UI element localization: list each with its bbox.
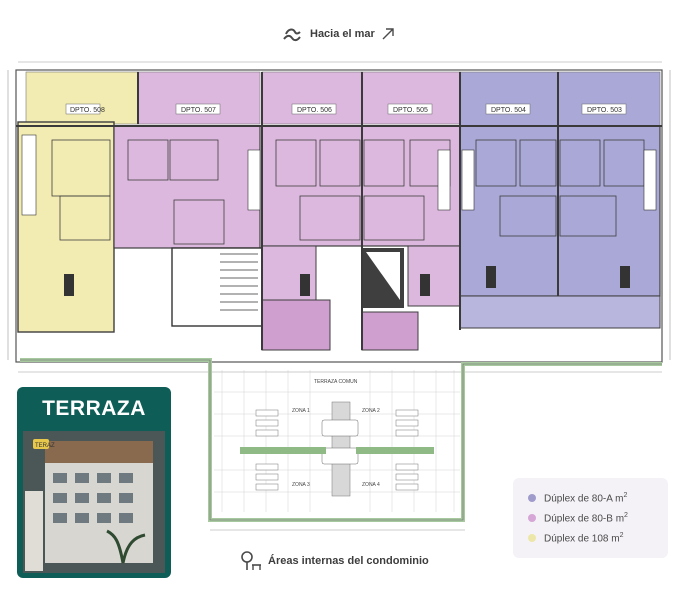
terrace-card-badge: TERAZ <box>35 443 55 449</box>
terrace-card-title: TERRAZA <box>42 397 146 420</box>
unit-label: DPTO. 508 <box>70 107 105 114</box>
legend-swatch <box>528 514 536 523</box>
legend-item: Dúplex de 80-A m2 <box>528 492 627 504</box>
legend-text: Dúplex de 80-A m <box>544 493 624 505</box>
legend-sup: 2 <box>619 532 624 539</box>
legend-item: Dúplex de 80-B m2 <box>528 512 628 524</box>
zone-label: ZONA 2 <box>362 408 380 414</box>
unit-506-area <box>261 71 363 125</box>
legend: Dúplex de 80-A m2 Dúplex de 80-B m2 Dúpl… <box>513 478 668 558</box>
unit-503-area <box>557 71 661 127</box>
terrace-photo: TERAZ <box>23 431 165 573</box>
legend-text: Dúplex de 108 m <box>544 533 620 545</box>
unit-508-area <box>25 71 139 125</box>
unit-507-area <box>137 71 261 125</box>
legend-swatch <box>528 494 536 503</box>
wave-icon <box>283 28 301 42</box>
internal-areas-label: Áreas internas del condominio <box>240 550 429 572</box>
unit-label: DPTO. 505 <box>393 107 428 114</box>
unit-label: DPTO. 507 <box>181 107 216 114</box>
unit-label: DPTO. 503 <box>587 107 622 114</box>
zone-label: ZONA 4 <box>362 482 380 488</box>
legend-sup: 2 <box>624 512 628 519</box>
internal-areas-text: Áreas internas del condominio <box>268 555 429 567</box>
sea-direction-text: Hacia el mar <box>310 28 375 40</box>
tree-bench-icon <box>241 551 261 570</box>
legend-sup: 2 <box>623 492 628 499</box>
unit-label: DPTO. 506 <box>297 107 332 114</box>
terrace-preview-card[interactable]: TERRAZA TERAZ <box>17 387 171 578</box>
unit-504-area <box>459 71 559 127</box>
unit-label: DPTO. 504 <box>491 107 526 114</box>
terrace-label: TERRAZA COMUN <box>314 379 358 385</box>
zone-label: ZONA 3 <box>292 482 310 488</box>
arrow-up-right-icon <box>382 28 394 40</box>
unit-505-area <box>361 71 461 125</box>
legend-text: Dúplex de 80-B m <box>544 513 625 525</box>
sea-direction-label: Hacia el mar <box>282 24 395 44</box>
legend-item: Dúplex de 108 m2 <box>528 532 624 544</box>
legend-swatch <box>528 534 536 543</box>
building-photo-illustration: TERAZ <box>23 431 165 573</box>
zone-label: ZONA 1 <box>292 408 310 414</box>
